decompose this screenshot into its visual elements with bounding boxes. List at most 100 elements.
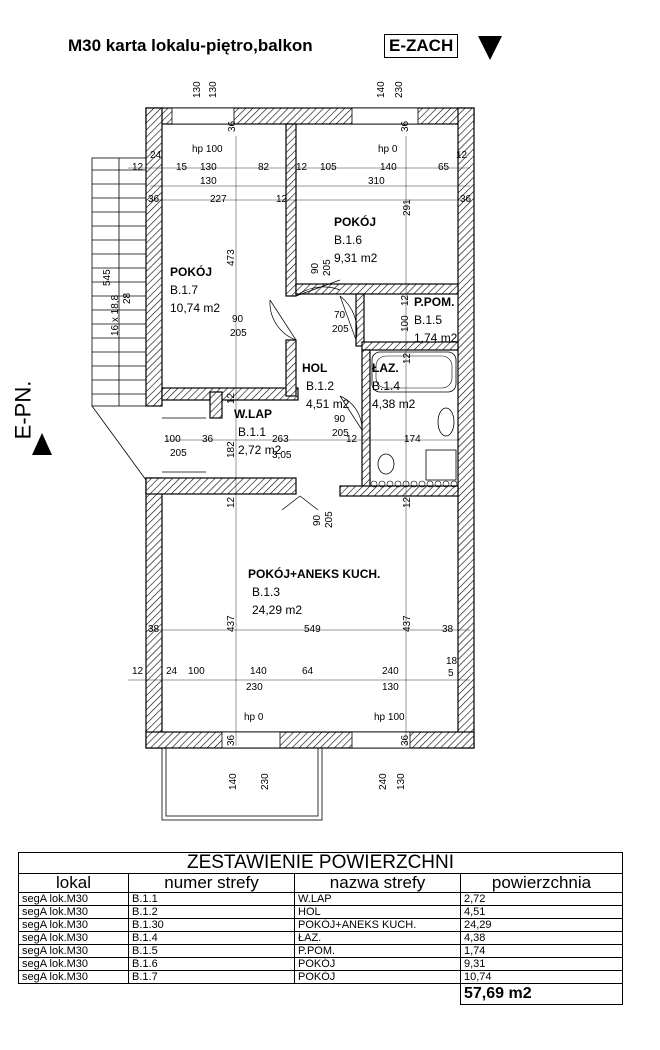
room-b12-name: HOL	[302, 361, 327, 375]
lower-dim-11: 5	[448, 668, 454, 679]
table-title-row: ZESTAWIENIE POWIERZCHNI	[18, 852, 623, 874]
room-b13-code: B.1.3	[252, 585, 280, 599]
mid-dim-1: 100	[164, 434, 181, 445]
wall-room-b17-bottom	[161, 387, 299, 401]
bathtub-inner	[375, 355, 453, 389]
table-cell: 24,29	[460, 918, 623, 932]
dim-row1-6: 12	[296, 162, 308, 173]
table-cell: segA lok.M30	[18, 892, 129, 906]
dim-row3-2: 227	[210, 194, 227, 205]
wall-left-lower	[145, 477, 163, 749]
table-cell: 10,74	[460, 970, 623, 984]
table-row: segA lok.M30 B.1.4 ŁAZ. 4,38	[18, 931, 623, 945]
table-cell: segA lok.M30	[18, 970, 129, 984]
column-header: powierzchnia	[460, 873, 623, 893]
table-row: segA lok.M30 B.1.1 W.LAP 2,72	[18, 892, 623, 906]
dim-row3-4: 36	[460, 194, 472, 205]
orientation-label: E-ZACH	[384, 34, 459, 58]
room-b13-name: POKÓJ+ANEKS KUCH.	[248, 566, 380, 581]
dim-row2-2: 310	[368, 176, 385, 187]
table-cell: 2,72	[460, 892, 623, 906]
area-summary: ZESTAWIENIE POWIERZCHNI lokal numer stre…	[18, 852, 623, 1005]
window-top-right	[351, 107, 419, 125]
door-label-8: 12	[400, 294, 411, 306]
stairs-dim-1: 545	[102, 269, 113, 286]
dim-row2-1: 130	[200, 176, 217, 187]
lower-dim-6: 100	[188, 666, 205, 677]
hp-label-1: hp 100	[192, 144, 223, 155]
wall-kitchen-top-left	[145, 477, 297, 495]
blank-cell	[295, 984, 461, 1005]
lower-dim-14: 36	[226, 734, 237, 746]
lower-dim-3: 38	[442, 624, 454, 635]
table-cell: B.1.5	[128, 944, 295, 958]
floor-plan: hp 100 hp 0 hp 0 hp 100 130 130 140 230 …	[91, 81, 475, 821]
table-cell: P.POM.	[294, 944, 461, 958]
room-b14-area: 4,38 m2	[372, 397, 416, 411]
room-b11-code: B.1.1	[238, 425, 266, 439]
bathroom-tiles	[370, 480, 458, 488]
area-table: ZESTAWIENIE POWIERZCHNI lokal numer stre…	[18, 852, 623, 1005]
north-arrow-icon	[478, 36, 502, 60]
shower-box-icon	[425, 449, 457, 481]
mid-dim-6: 12	[346, 434, 358, 445]
room-b15-code: B.1.5	[414, 313, 442, 327]
table-cell: segA lok.M30	[18, 931, 129, 945]
wall-bottom	[145, 731, 475, 749]
door-label-11: 90	[312, 514, 323, 526]
room-b12-code: B.1.2	[306, 379, 334, 393]
table-row: segA lok.M30 B.1.2 HOL 4,51	[18, 905, 623, 919]
lower-dim-12: 230	[246, 682, 263, 693]
side-orientation: E-PN.	[8, 355, 78, 465]
table-cell: B.1.7	[128, 970, 295, 984]
sheet-title: M30 karta lokalu-piętro,balkon	[68, 36, 313, 55]
table-total-row: 57,69 m2	[19, 983, 623, 1005]
dim-vert-3: 437	[226, 615, 237, 632]
stairs-dim-2: 28	[122, 292, 133, 304]
door-label-16: 12	[402, 496, 413, 508]
door-label-5: 70	[334, 310, 346, 321]
dim-row1-7: 105	[320, 162, 337, 173]
table-cell: B.1.6	[128, 957, 295, 971]
dim-vert-5: 182	[226, 441, 237, 458]
room-b16-name: POKÓJ	[334, 214, 376, 229]
lower-dim-2: 549	[304, 624, 321, 635]
table-cell: 4,38	[460, 931, 623, 945]
lower-dim-10: 18	[446, 656, 458, 667]
mid-dim-3: 36	[202, 434, 214, 445]
table-cell: POKÓJ	[294, 957, 461, 971]
table-cell: 9,31	[460, 957, 623, 971]
table-cell: B.1.30	[128, 918, 295, 932]
table-cell: POKÓJ+ANEKS KUCH.	[294, 918, 461, 932]
table-cell: 4,51	[460, 905, 623, 919]
dim-top-1: 130	[192, 81, 203, 98]
lower-dim-4: 12	[132, 666, 144, 677]
door-label-7: 100	[400, 315, 411, 332]
window-bottom-right	[351, 731, 411, 749]
dim-wall-mark-1: 36	[227, 120, 238, 132]
table-title: ZESTAWIENIE POWIERZCHNI	[18, 852, 623, 874]
room-b17-code: B.1.7	[170, 283, 198, 297]
table-cell: segA lok.M30	[18, 957, 129, 971]
side-arrow-icon	[32, 433, 52, 455]
dim-top-2: 130	[208, 81, 219, 98]
lower-dim-8: 64	[302, 666, 314, 677]
lower-dim-13: 130	[382, 682, 399, 693]
door-label-6: 205	[332, 324, 349, 335]
room-b13-area: 24,29 m2	[252, 603, 302, 617]
dim-row3-1: 36	[148, 194, 160, 205]
door-label-3: 90	[232, 314, 244, 325]
table-cell: segA lok.M30	[18, 944, 129, 958]
table-cell: B.1.2	[128, 905, 295, 919]
column-header: lokal	[18, 873, 129, 893]
table-row: segA lok.M30 B.1.30 POKÓJ+ANEKS KUCH. 24…	[18, 918, 623, 932]
door-label-9: 90	[334, 414, 346, 425]
room-b11-area: 2,72 m2	[238, 443, 282, 457]
toilet-icon	[377, 453, 395, 475]
table-cell: B.1.4	[128, 931, 295, 945]
door-label-10: 205	[332, 428, 349, 439]
sink-icon	[437, 407, 455, 437]
dim-row1-2: 24	[150, 150, 162, 161]
total-area: 57,69 m2	[460, 983, 623, 1005]
table-header-row: lokal numer strefy nazwa strefy powierzc…	[18, 873, 623, 893]
